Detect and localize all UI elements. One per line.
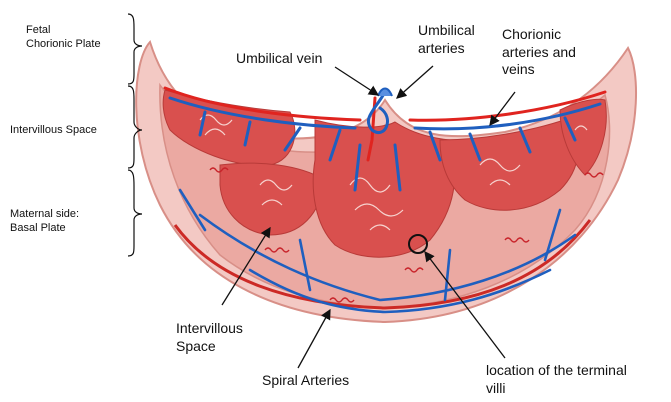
- label-line: villi: [486, 380, 627, 398]
- label-line: Fetal: [26, 24, 101, 38]
- label-terminal-villi: location of the terminal villi: [486, 362, 627, 397]
- label-intervillous-space-left: Intervillous Space: [10, 124, 97, 138]
- label-line: Maternal side:: [10, 208, 79, 222]
- label-maternal-basal-plate: Maternal side: Basal Plate: [10, 208, 79, 236]
- label-line: Umbilical: [418, 22, 475, 40]
- label-line: Intervillous: [176, 320, 243, 338]
- label-fetal-chorionic-plate: Fetal Chorionic Plate: [26, 24, 101, 52]
- label-chorionic-arteries-veins: Chorionic arteries and veins: [502, 26, 576, 79]
- label-line: Chorionic Plate: [26, 38, 101, 52]
- label-line: Chorionic: [502, 26, 576, 44]
- label-intervillous-space-bottom: Intervillous Space: [176, 320, 243, 355]
- label-line: arteries: [418, 40, 475, 58]
- label-spiral-arteries: Spiral Arteries: [262, 372, 349, 390]
- label-line: Space: [176, 338, 243, 356]
- label-line: Basal Plate: [10, 222, 79, 236]
- label-line: location of the terminal: [486, 362, 627, 380]
- label-umbilical-vein: Umbilical vein: [236, 50, 322, 68]
- umbilical-cord: [378, 89, 392, 97]
- label-line: arteries and: [502, 44, 576, 62]
- label-umbilical-arteries: Umbilical arteries: [418, 22, 475, 57]
- label-line: veins: [502, 61, 576, 79]
